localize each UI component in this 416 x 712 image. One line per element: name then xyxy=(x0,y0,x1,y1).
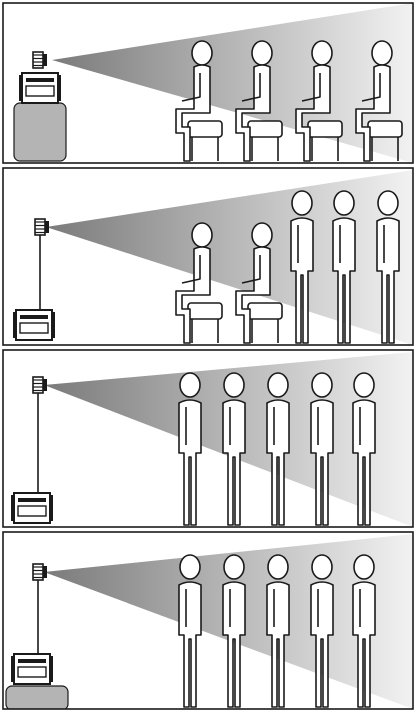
sound-beam xyxy=(46,170,413,345)
standing-person-icon xyxy=(352,372,376,526)
panel-frame xyxy=(2,2,414,164)
panel-frame xyxy=(2,167,414,346)
panel-1 xyxy=(2,2,414,164)
standing-person-icon xyxy=(266,372,290,526)
panel-4 xyxy=(2,531,414,710)
speaker-icon xyxy=(32,376,47,394)
seated-person-icon xyxy=(175,40,223,162)
sound-beam xyxy=(52,3,413,163)
standing-person-icon xyxy=(178,372,202,526)
seated-person-icon xyxy=(235,40,283,162)
standing-person-icon xyxy=(178,554,202,708)
standing-person-icon xyxy=(222,372,246,526)
pedestal-icon xyxy=(13,102,67,162)
seated-person-icon xyxy=(235,222,283,344)
seated-person-icon xyxy=(355,40,403,162)
cabinet-icon xyxy=(11,492,53,524)
panel-frame xyxy=(2,531,414,710)
standing-person-icon xyxy=(310,554,334,708)
standing-person-icon xyxy=(290,190,314,344)
panel-2 xyxy=(2,167,414,346)
panel-frame xyxy=(2,349,414,528)
cabinet-icon xyxy=(19,72,61,104)
cabinet-icon xyxy=(11,653,53,685)
standing-person-icon xyxy=(332,190,356,344)
standing-person-icon xyxy=(376,190,400,344)
standing-person-icon xyxy=(222,554,246,708)
seated-person-icon xyxy=(295,40,343,162)
standing-person-icon xyxy=(352,554,376,708)
standing-person-icon xyxy=(266,554,290,708)
pedestal-icon xyxy=(5,685,69,709)
panel-3 xyxy=(2,349,414,528)
speaker-icon xyxy=(32,563,47,581)
speaker-icon xyxy=(34,218,49,236)
cabinet-icon xyxy=(13,309,55,341)
seated-person-icon xyxy=(175,222,223,344)
standing-person-icon xyxy=(310,372,334,526)
speaker-icon xyxy=(32,51,47,69)
